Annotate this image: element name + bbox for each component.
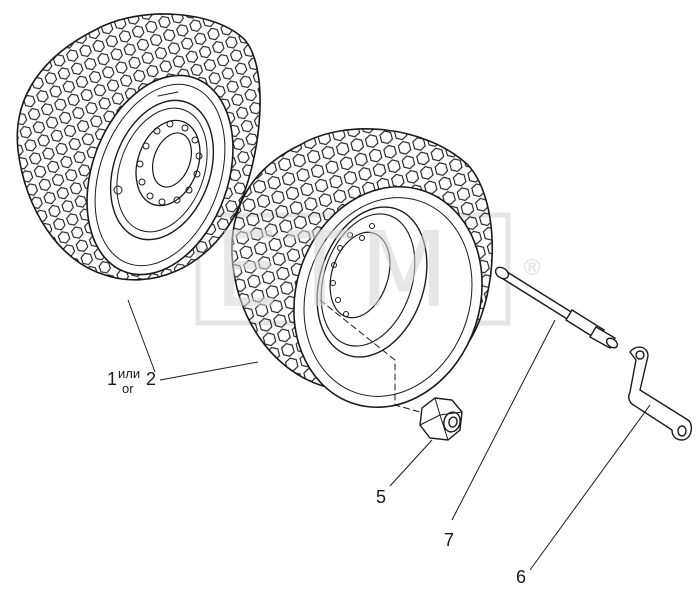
callout-6: 6 <box>516 567 527 587</box>
callout-or-en: or <box>122 381 134 396</box>
wheel-nut <box>419 397 463 441</box>
mounting-rod <box>494 266 619 349</box>
bracket <box>627 346 693 441</box>
watermark-registered-mark: ® <box>521 256 543 281</box>
watermark-text: ETM <box>214 209 457 331</box>
wheel-1-bolts <box>136 120 203 206</box>
callout-or-ru: или <box>118 366 141 381</box>
wheel-2-bolts <box>330 223 375 317</box>
leader-lines <box>127 299 651 571</box>
callout-2: 2 <box>146 369 157 389</box>
callout-1: 1 <box>107 369 118 389</box>
callout-5: 5 <box>376 487 387 507</box>
wheel-1 <box>16 13 261 281</box>
wheel-1-rim <box>109 99 215 241</box>
wheel-2 <box>231 128 494 413</box>
callout-7: 7 <box>444 530 455 550</box>
wheel-1-hub <box>135 119 201 207</box>
